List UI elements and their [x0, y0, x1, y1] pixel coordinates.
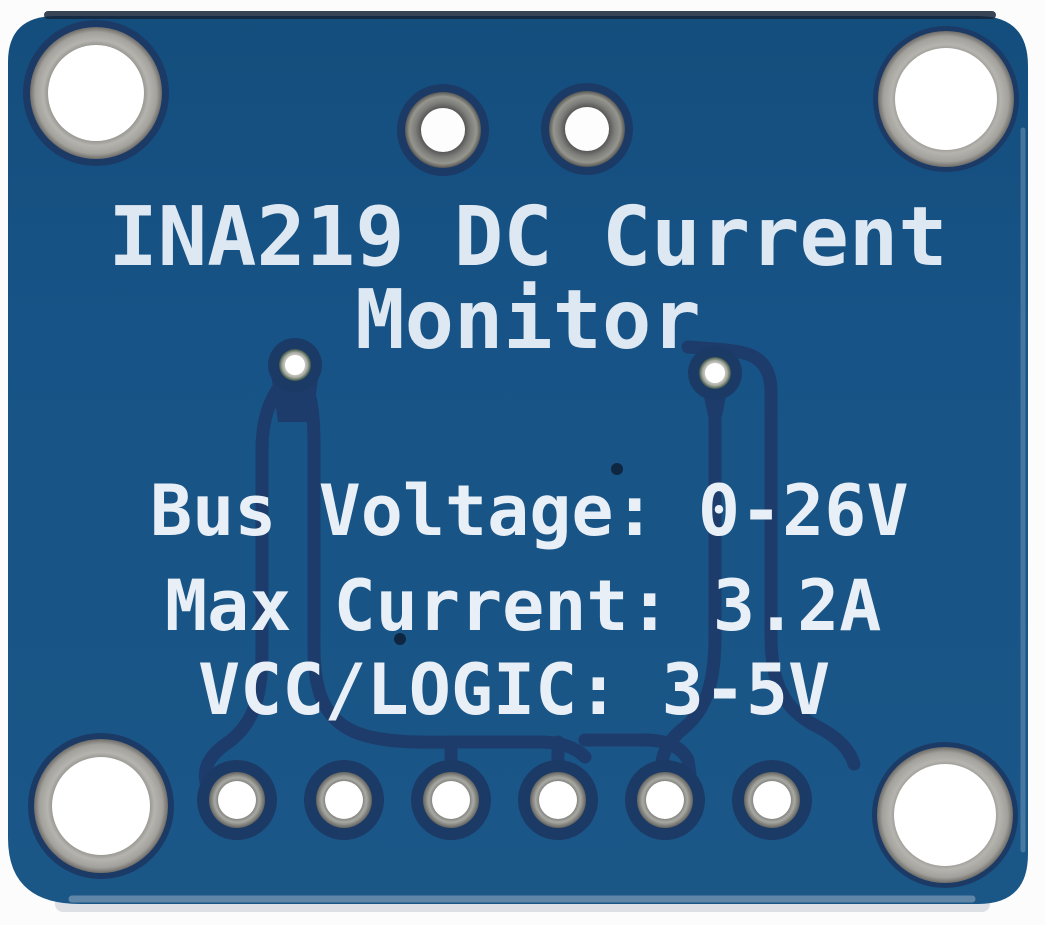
terminal-hole-1: [405, 92, 481, 168]
pin-hole-4: [530, 772, 586, 828]
mount-hole-bottom-right: [877, 747, 1013, 883]
pad-layer: [30, 27, 1014, 883]
via-right: [699, 357, 731, 389]
mount-hole-top-right: [878, 31, 1014, 167]
silkscreen-title-line1: INA219 DC Current: [108, 190, 947, 285]
silkscreen-title-line2: Monitor: [355, 273, 701, 368]
via-left: [279, 349, 311, 381]
pin-hole-3: [423, 772, 479, 828]
mount-hole-top-left: [30, 27, 162, 159]
trace-right-via-down: [655, 381, 722, 779]
pin-hole-5: [637, 772, 693, 828]
trace-right-companion: [681, 340, 861, 771]
silkscreen-spec-max-current: Max Current: 3.2A: [165, 565, 881, 647]
tented-via-dot-2: [394, 633, 406, 645]
silkscreen-spec-bus-voltage: Bus Voltage: 0-26V: [150, 470, 909, 552]
trace-left-inner: [296, 371, 592, 764]
silkscreen-layer: INA219 DC Current Monitor Bus Voltage: 0…: [108, 190, 947, 731]
pin-hole-6: [744, 772, 800, 828]
silkscreen-spec-vcc-logic: VCC/LOGIC: 3-5V: [198, 649, 830, 731]
tented-via-dot-1: [611, 463, 623, 475]
mount-hole-bottom-left: [34, 739, 168, 873]
terminal-hole-2: [549, 91, 625, 167]
pin-hole-2: [316, 772, 372, 828]
pin-hole-1: [209, 772, 265, 828]
